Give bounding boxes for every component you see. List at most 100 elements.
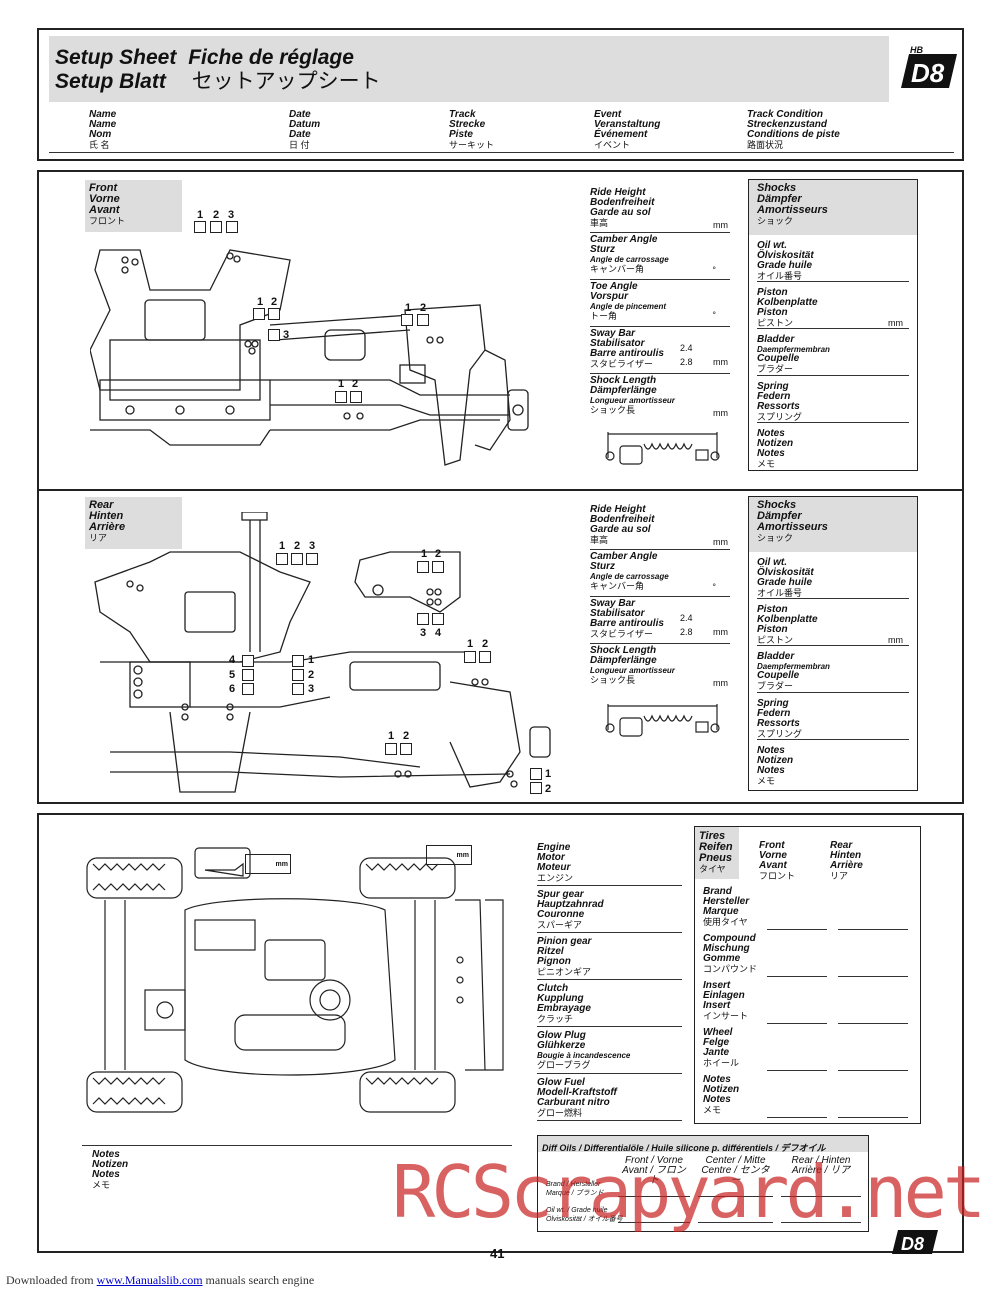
rear-num-low-2: 2 <box>403 730 410 742</box>
rear-right-checkbox-1[interactable] <box>464 651 476 663</box>
front-num-right-2: 2 <box>420 302 427 314</box>
suspension-box <box>37 170 964 804</box>
title-de: Setup Blatt <box>55 70 166 93</box>
rear-suspension-diagram <box>94 512 551 793</box>
rear-num-mid-3: 3 <box>308 683 315 695</box>
front-num-mid-3: 3 <box>283 329 290 341</box>
rear-left-checkbox-6[interactable] <box>242 683 254 695</box>
rear-side-checkbox-1[interactable] <box>530 768 542 780</box>
front-mid-checkbox-2[interactable] <box>268 308 280 320</box>
front-low-checkbox-2[interactable] <box>350 391 362 403</box>
rear-num-top-3: 3 <box>309 540 316 552</box>
engine-mm-box-1: mm <box>245 854 291 874</box>
front-label: Front Vorne Avant フロント <box>85 180 182 232</box>
front-low-checkbox-1[interactable] <box>335 391 347 403</box>
rear-num-left-5: 5 <box>229 669 236 681</box>
title-fr: Fiche de réglage <box>188 46 354 69</box>
rear-low-checkbox-1[interactable] <box>385 743 397 755</box>
manualslib-link[interactable]: www.Manualslib.com <box>96 1273 203 1287</box>
front-num-top-3: 3 <box>228 209 235 221</box>
car-top-view-diagram <box>86 847 504 1113</box>
logo-small: HB <box>910 45 923 55</box>
rear-left-checkbox-5[interactable] <box>242 669 254 681</box>
rear-mid-checkbox-2[interactable] <box>292 669 304 681</box>
rear-mid-checkbox-1[interactable] <box>292 655 304 667</box>
front-num-mid-1: 1 <box>257 296 264 308</box>
diff-oils-table: Diff Oils / Differentialöle / Huile sili… <box>537 1135 869 1232</box>
rear-shocks-panel: Shocks Dämpfer Amortisseurs ショック Oil wt.… <box>748 496 918 791</box>
bottom-box <box>37 813 964 1253</box>
rear-side-checkbox-2[interactable] <box>530 782 542 794</box>
d8-logo-bottom: D8 <box>890 1228 940 1256</box>
front-right-checkbox-2[interactable] <box>417 314 429 326</box>
rear-low-checkbox-2[interactable] <box>400 743 412 755</box>
rear-top-checkbox-2[interactable] <box>291 553 303 565</box>
rear-num-left-6: 6 <box>229 683 236 695</box>
front-mid-checkbox-1[interactable] <box>253 308 265 320</box>
rear-right-checkbox-2[interactable] <box>479 651 491 663</box>
rear-num-wing-2: 2 <box>435 548 442 560</box>
front-num-low-1: 1 <box>338 378 345 390</box>
rear-wing-checkbox-2[interactable] <box>432 561 444 573</box>
front-top-checkbox-1[interactable] <box>194 221 206 233</box>
rear-wing-checkbox-1[interactable] <box>417 561 429 573</box>
rear-shock-icon <box>605 704 720 737</box>
rear-num-side-1: 1 <box>545 768 552 780</box>
rear-top-checkbox-3[interactable] <box>306 553 318 565</box>
rear-num-mid-2: 2 <box>308 669 315 681</box>
front-suspension-diagram <box>90 249 529 466</box>
front-mid-checkbox-3[interactable] <box>268 329 280 341</box>
rear-label: Rear Hinten Arrière リア <box>85 497 182 549</box>
front-right-checkbox-1[interactable] <box>401 314 413 326</box>
front-num-low-2: 2 <box>352 378 359 390</box>
footer-suffix: manuals search engine <box>202 1273 315 1287</box>
front-shocks-panel: Shocks Dämpfer Amortisseurs ショック Oil wt.… <box>748 179 918 471</box>
watermark: RCScrapyard.net <box>392 1150 986 1234</box>
header-box: Setup Sheet Fiche de réglage Setup Blatt… <box>37 28 964 161</box>
rear-wing-checkbox-3[interactable] <box>417 613 429 625</box>
rear-num-wing-4: 4 <box>435 627 442 639</box>
front-num-mid-2: 2 <box>271 296 278 308</box>
rear-num-right-2: 2 <box>482 638 489 650</box>
logo-bottom-text: D8 <box>901 1234 924 1254</box>
front-num-top-2: 2 <box>213 209 220 221</box>
rear-mid-checkbox-3[interactable] <box>292 683 304 695</box>
front-top-checkbox-3[interactable] <box>226 221 238 233</box>
rear-num-wing-3: 3 <box>420 627 427 639</box>
rear-wing-checkbox-4[interactable] <box>432 613 444 625</box>
footer: Downloaded from www.Manualslib.com manua… <box>6 1273 314 1288</box>
rear-top-checkbox-1[interactable] <box>276 553 288 565</box>
d8-logo: HB D8 <box>897 44 959 90</box>
rear-num-top-1: 1 <box>279 540 286 552</box>
rear-left-checkbox-4[interactable] <box>242 655 254 667</box>
front-top-checkbox-2[interactable] <box>210 221 222 233</box>
rear-num-right-1: 1 <box>467 638 474 650</box>
